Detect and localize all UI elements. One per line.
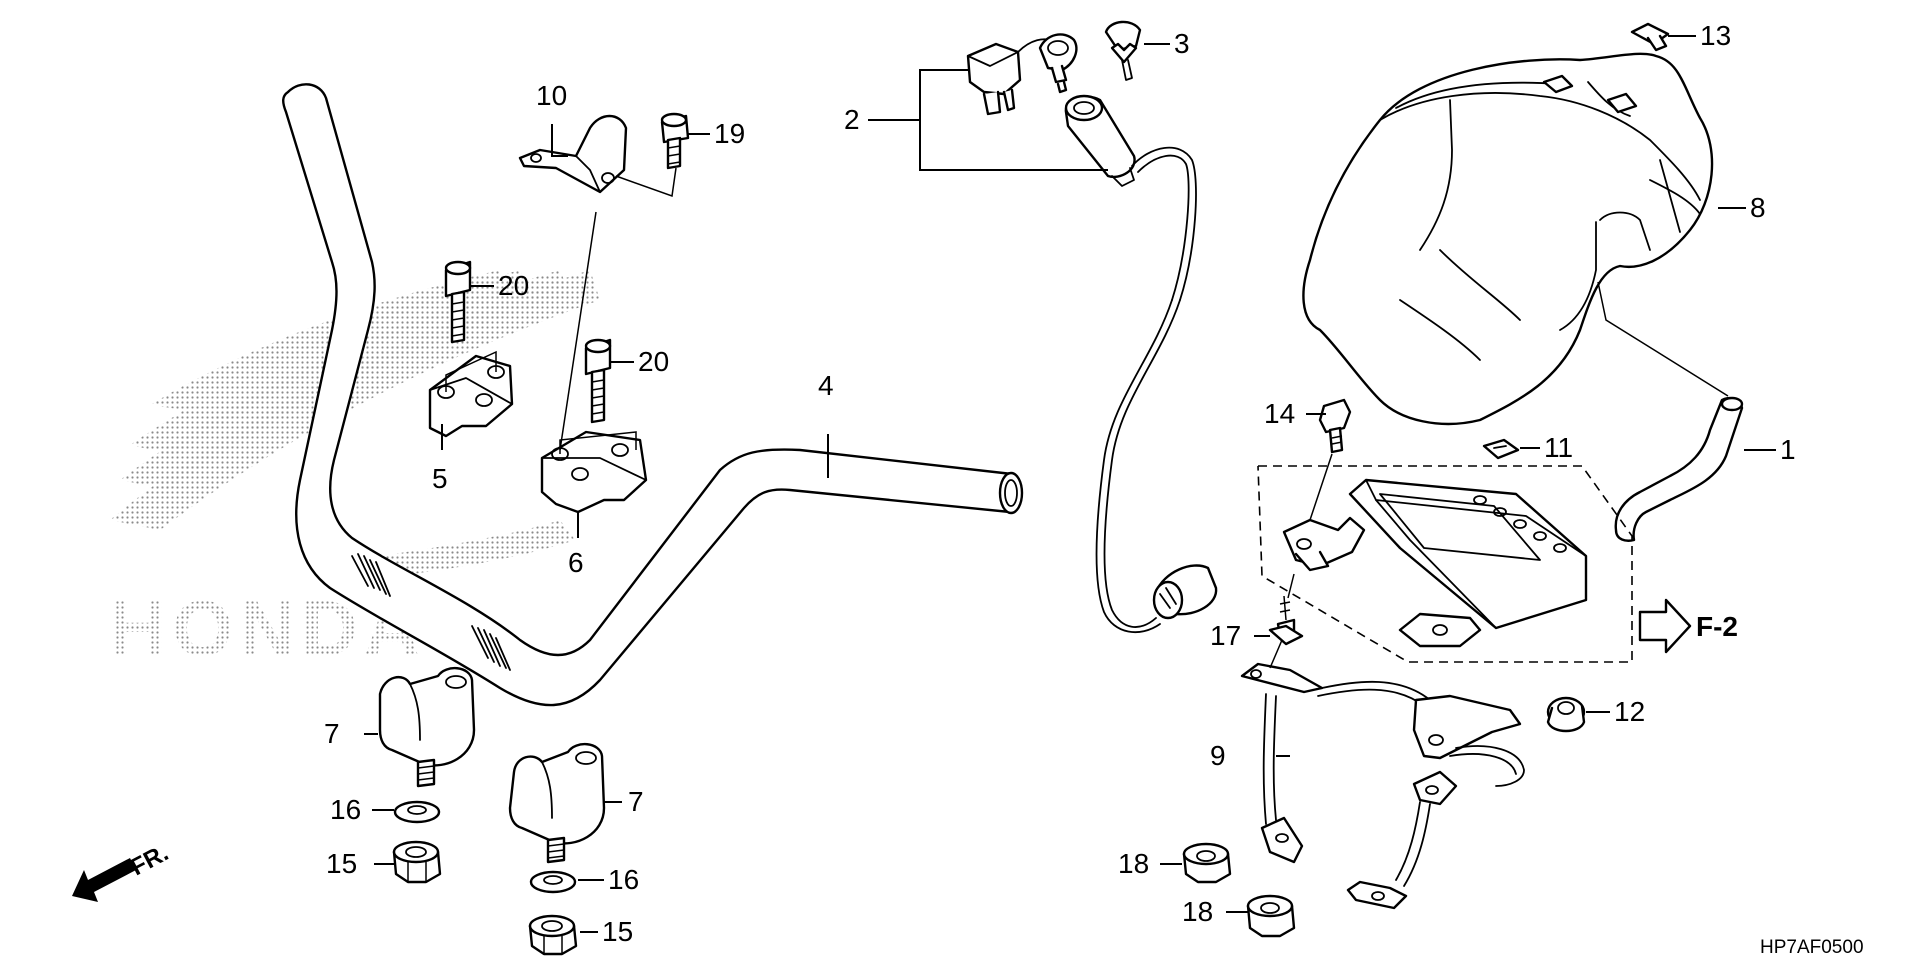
callout-15-lower: 15 <box>602 916 633 947</box>
washer-16-upper <box>393 800 441 824</box>
callout-18-upper: 18 <box>1118 848 1149 879</box>
drawing-code: HP7AF0500 <box>1760 937 1864 958</box>
callout-3: 3 <box>1174 28 1190 59</box>
screw-14 <box>1318 398 1352 454</box>
clip-11 <box>1482 438 1520 460</box>
clip-nut-13 <box>1630 22 1670 52</box>
callout-1: 1 <box>1780 434 1796 465</box>
front-arrow: FR. <box>72 839 173 902</box>
bolt-19 <box>660 112 690 170</box>
front-label: FR. <box>126 839 173 881</box>
bracket-10 <box>518 114 628 194</box>
handlebar-knurl-left <box>351 553 391 597</box>
callout-13: 13 <box>1700 20 1731 51</box>
callout-labels: 1 2 3 4 5 6 7 7 8 9 10 11 12 13 14 15 15… <box>324 20 1796 947</box>
callout-9: 9 <box>1210 740 1226 771</box>
meter-assembly <box>1257 465 1633 663</box>
nut-15-lower <box>528 914 578 956</box>
nut-18-lower <box>1246 894 1296 938</box>
callout-12: 12 <box>1614 696 1645 727</box>
callout-5: 5 <box>432 463 448 494</box>
callout-20-upper: 20 <box>498 270 529 301</box>
grommet-12 <box>1546 696 1586 733</box>
callout-6: 6 <box>568 547 584 578</box>
callout-8: 8 <box>1750 192 1766 223</box>
handlebar-upper-holder-6 <box>540 430 648 514</box>
callout-11: 11 <box>1544 432 1573 463</box>
handlebar-lower-holder-7-right <box>508 743 606 864</box>
nut-18-upper <box>1182 842 1232 884</box>
bolt-20-upper <box>444 260 472 344</box>
handlebar-cover-8 <box>1302 52 1714 426</box>
callout-18-lower: 18 <box>1182 896 1213 927</box>
washer-16-lower <box>529 870 577 894</box>
handlebar-lower-holder-7-left <box>378 667 476 788</box>
handlebar <box>282 83 1024 707</box>
handlebar-upper-holder-5 <box>428 350 514 438</box>
callout-15-upper: 15 <box>326 848 357 879</box>
bolt-20-lower <box>584 338 612 424</box>
callout-10: 10 <box>536 80 567 111</box>
callout-7-left: 7 <box>324 718 340 749</box>
callout-2: 2 <box>844 104 860 135</box>
callout-14: 14 <box>1264 398 1295 429</box>
ignition-switch-2 <box>966 33 1218 633</box>
callout-16-lower: 16 <box>608 864 639 895</box>
callout-17: 17 <box>1210 620 1241 651</box>
reference-label: F-2 <box>1696 611 1738 642</box>
callout-7-right: 7 <box>628 786 644 817</box>
tube-1 <box>1614 396 1744 542</box>
callout-20-lower: 20 <box>638 346 669 377</box>
callout-16-upper: 16 <box>330 794 361 825</box>
nut-15-upper <box>392 840 442 884</box>
handlebar-knurl-right <box>471 625 511 671</box>
assembly-lines <box>559 167 1729 669</box>
callout-4: 4 <box>818 370 834 401</box>
leader-lines <box>364 35 1776 933</box>
reference-arrow: F-2 <box>1638 598 1738 654</box>
callout-19: 19 <box>714 118 745 149</box>
screw-17 <box>1268 595 1304 646</box>
clip-3 <box>1104 20 1142 81</box>
meter-stay-9 <box>1240 662 1525 910</box>
